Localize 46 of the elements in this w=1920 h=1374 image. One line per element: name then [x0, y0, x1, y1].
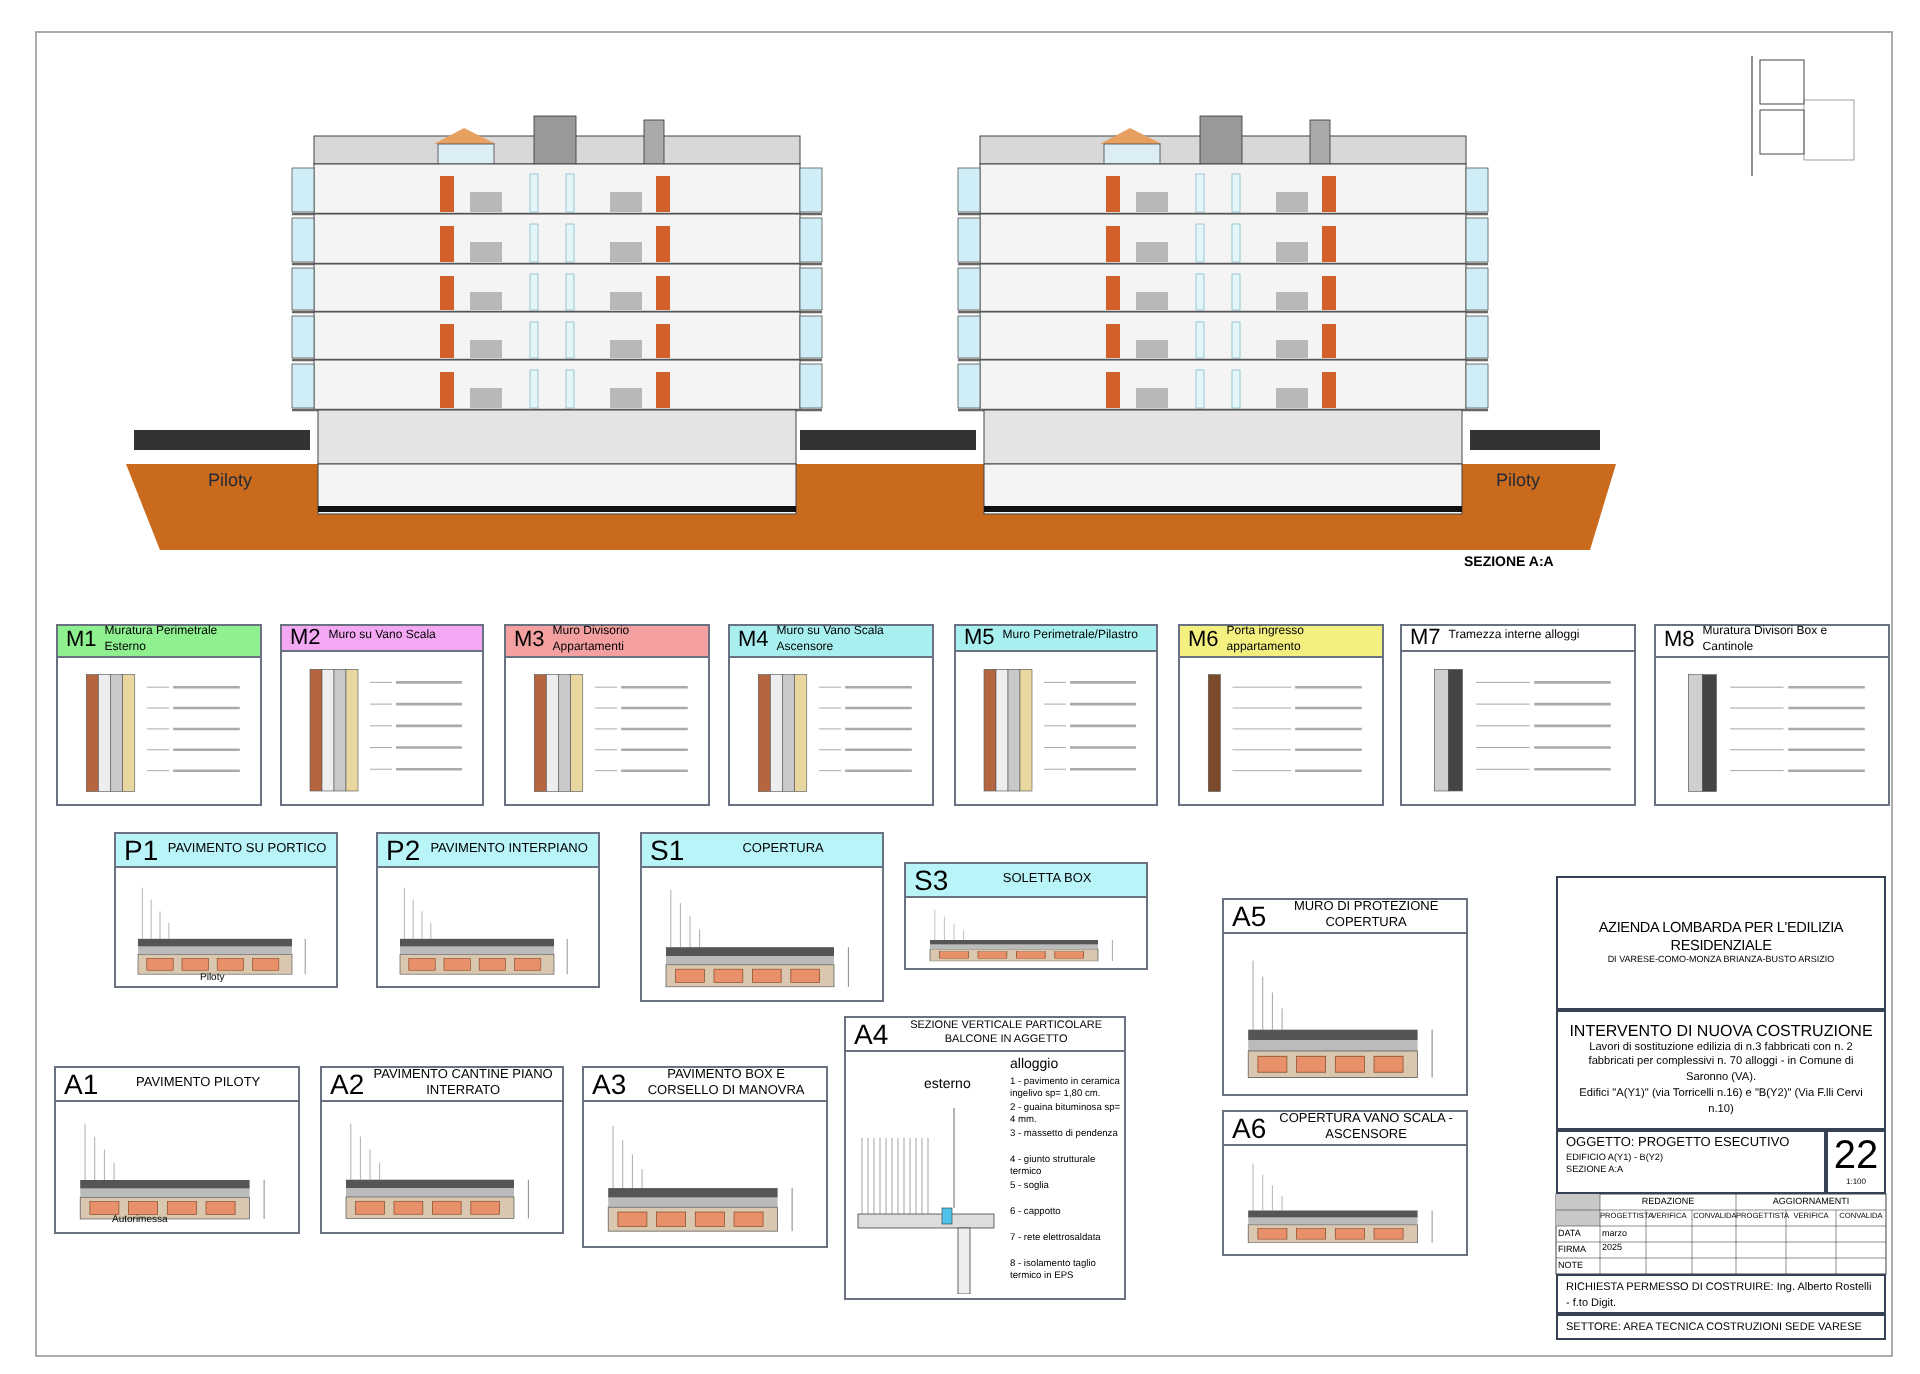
detail-code: A1 [64, 1070, 99, 1098]
project-title: INTERVENTO DI NUOVA COSTRUZIONE [1569, 1021, 1873, 1042]
detail-panel [1654, 624, 1890, 806]
detail-code: A6 [1232, 1114, 1267, 1143]
detail-panel [1178, 624, 1384, 806]
detail-panel [376, 832, 600, 988]
detail-panel [54, 1066, 300, 1234]
detail-code: M2 [290, 627, 321, 649]
detail-code: P2 [386, 836, 421, 864]
detail-panel [280, 624, 484, 806]
detail-panel [504, 624, 710, 806]
detail-code: A2 [330, 1070, 365, 1099]
title-block-section [1556, 1314, 1886, 1340]
detail-panel [582, 1066, 828, 1248]
detail-panel [1400, 624, 1636, 806]
detail-panel [56, 624, 262, 806]
sheet-number: 22 [1833, 1136, 1879, 1176]
detail-panel [844, 1016, 1126, 1300]
detail-panel [728, 624, 934, 806]
detail-code: M1 [66, 630, 97, 652]
drawing-label: Piloty [208, 468, 255, 494]
detail-code: A3 [592, 1070, 627, 1099]
title-block-section [1556, 1130, 1826, 1194]
detail-panel [1222, 898, 1468, 1096]
drawing-label: Piloty [1496, 468, 1543, 494]
detail-panel [1222, 1110, 1468, 1256]
detail-code: A4 [854, 1020, 889, 1048]
title-block-section [1826, 1130, 1886, 1194]
detail-code: S3 [914, 866, 949, 894]
title-block-section [1556, 876, 1886, 1010]
detail-code: M5 [964, 627, 995, 649]
title-block-section [1556, 1010, 1886, 1130]
detail-code: M4 [738, 630, 769, 652]
detail-panel [320, 1066, 564, 1234]
detail-panel [904, 862, 1148, 970]
detail-code: P1 [124, 836, 159, 864]
detail-panel [640, 832, 884, 1002]
detail-code: M7 [1410, 627, 1441, 649]
title-block-section [1556, 1274, 1886, 1314]
detail-code: M8 [1664, 630, 1695, 652]
detail-panel [114, 832, 338, 988]
detail-panel [954, 624, 1158, 806]
detail-code: S1 [650, 836, 685, 864]
detail-code: M3 [514, 630, 545, 652]
detail-code: M6 [1188, 630, 1219, 652]
detail-code: A5 [1232, 902, 1267, 931]
